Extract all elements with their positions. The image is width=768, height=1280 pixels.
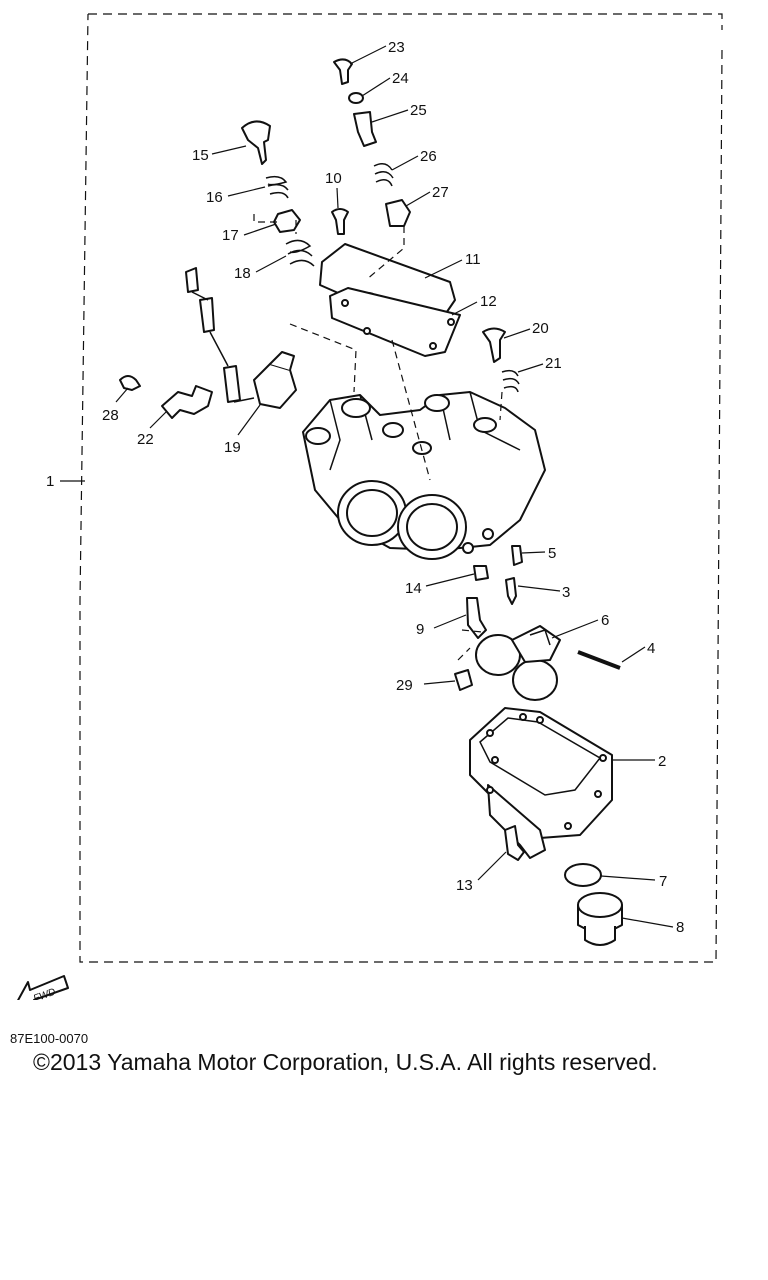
float-assembly — [475, 625, 561, 701]
o-ring — [564, 863, 602, 887]
callout-17: 17 — [222, 227, 239, 244]
callout-4: 4 — [647, 640, 655, 657]
throttle-sensor — [185, 267, 297, 409]
screw-28 — [119, 375, 141, 391]
callout-22: 22 — [137, 431, 154, 448]
spring-16 — [265, 175, 289, 199]
diagram-code: 87E100-0070 — [10, 1031, 89, 1046]
drain-screw — [504, 825, 525, 861]
callout-15: 15 — [192, 147, 209, 164]
callout-27: 27 — [432, 184, 449, 201]
callout-28: 28 — [102, 407, 119, 424]
callout-16: 16 — [206, 189, 223, 206]
callout-7: 7 — [659, 873, 667, 890]
callout-24: 24 — [392, 70, 409, 87]
callout-29: 29 — [396, 677, 413, 694]
needle-25 — [353, 111, 377, 147]
callout-18: 18 — [234, 265, 251, 282]
cover-gasket — [329, 287, 461, 357]
callout-12: 12 — [480, 293, 497, 310]
main-jet-holder — [466, 597, 487, 639]
forward-arrow-icon: FWD — [17, 975, 69, 1000]
callout-10: 10 — [325, 170, 342, 187]
callout-3: 3 — [562, 584, 570, 601]
callout-20: 20 — [532, 320, 549, 337]
main-jet — [454, 669, 473, 691]
screw-20 — [482, 327, 506, 363]
float-pin — [577, 650, 621, 670]
callout-13: 13 — [456, 877, 473, 894]
drain-plug — [577, 892, 623, 946]
jet-5 — [511, 545, 523, 566]
callout-9: 9 — [416, 621, 424, 638]
pilot-jet — [473, 565, 489, 581]
callout-1: 1 — [46, 473, 54, 490]
callout-8: 8 — [676, 919, 684, 936]
exploded-parts-diagram: 1 — [17, 13, 723, 1000]
float-bowl — [469, 707, 613, 859]
cap-27 — [385, 199, 411, 227]
callout-25: 25 — [410, 102, 427, 119]
callout-26: 26 — [420, 148, 437, 165]
spring-18 — [285, 239, 315, 267]
callout-11: 11 — [465, 251, 481, 268]
callout-5: 5 — [548, 545, 556, 562]
callout-19: 19 — [224, 439, 241, 456]
screw-23 — [333, 58, 353, 85]
bracket-22 — [161, 385, 213, 419]
copyright-notice: ©2013 Yamaha Motor Corporation, U.S.A. A… — [33, 1049, 658, 1075]
throttle-stop-screw — [241, 120, 271, 165]
callout-2: 2 — [658, 753, 666, 770]
callout-14: 14 — [405, 580, 422, 597]
carburetor-body — [302, 391, 546, 560]
callout-23: 23 — [388, 39, 405, 56]
screw-10 — [331, 208, 349, 235]
spring-21 — [501, 369, 520, 393]
callout-21: 21 — [545, 355, 562, 372]
callout-6: 6 — [601, 612, 609, 629]
needle-valve — [505, 577, 517, 605]
spring-26 — [373, 163, 394, 187]
washer-24 — [348, 92, 364, 104]
assembly-boundary — [79, 13, 723, 963]
